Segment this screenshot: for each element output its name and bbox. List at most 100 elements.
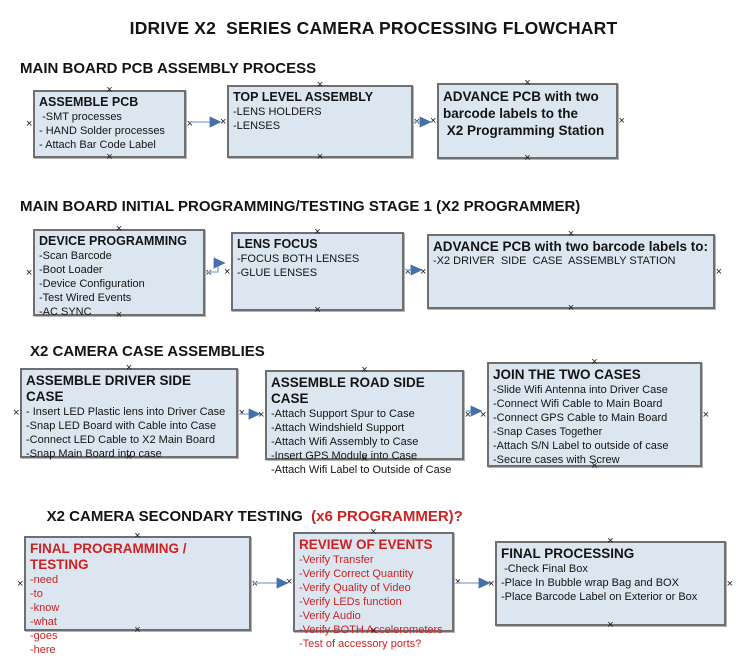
box-item: -Snap Cases Together — [493, 426, 603, 438]
box-item: - Insert LED Plastic lens into Driver Ca… — [26, 406, 226, 418]
box-item: -Test Wired Events — [39, 292, 132, 304]
box-items: -need -to -know -what -goes -here — [30, 573, 245, 657]
box-final-programming-testing: FINAL PROGRAMMING / TESTING -need -to -kno… — [17, 531, 258, 657]
box-item: -Connect GPS Cable to Main Board — [493, 412, 668, 424]
box-title: JOIN THE TWO CASES — [493, 367, 641, 382]
anchor-x-icon: × — [430, 115, 437, 127]
box-title: ASSEMBLE ROAD SIDE CASE — [271, 375, 429, 406]
section-heading-case-assemblies: X2 CAMERA CASE ASSEMBLIES — [30, 343, 265, 360]
anchor-x-icon: × — [106, 151, 113, 163]
box-items: -Slide Wifi Antenna into Driver Case -Con… — [493, 383, 696, 467]
anchor-x-icon: × — [726, 577, 733, 590]
anchor-x-icon: × — [607, 619, 614, 631]
box-item: -Slide Wifi Antenna into Driver Case — [493, 384, 668, 396]
box-item: -SMT processes — [39, 111, 122, 123]
anchor-x-icon: × — [361, 364, 368, 376]
box-advance-pcb-programming-station: ADVANCE PCB with two barcode labels to t… — [430, 78, 625, 164]
box-item: -LENS HOLDERS — [233, 106, 322, 118]
anchor-x-icon: × — [220, 115, 227, 128]
box-title: ADVANCE PCB with two barcode labels to: — [433, 239, 709, 254]
anchor-x-icon: × — [524, 152, 531, 164]
box-item: -know — [30, 602, 60, 614]
anchor-x-icon: × — [480, 408, 487, 421]
section-heading-secondary-testing-red: (x6 PROGRAMMER)? — [306, 508, 463, 525]
anchor-x-icon: × — [413, 115, 420, 128]
box-title: FINAL PROGRAMMING / TESTING — [30, 541, 191, 572]
box-title: ASSEMBLE PCB — [39, 95, 139, 109]
box-item: -LENSES — [233, 120, 281, 132]
box-title: LENS FOCUS — [237, 237, 318, 251]
box-assemble-pcb: ASSEMBLE PCB -SMT processes - HAND Solder… — [26, 85, 193, 163]
box-item: -Secure cases with Screw — [493, 454, 620, 466]
anchor-x-icon: × — [454, 576, 461, 588]
box-device-programming: DEVICE PROGRAMMING -Scan Barcode-Boot Lo… — [26, 224, 212, 321]
anchor-x-icon: × — [314, 226, 321, 238]
arrow-device-to-lensfocus — [205, 257, 226, 273]
anchor-x-icon: × — [464, 409, 471, 421]
box-title: ASSEMBLE DRIVER SIDE CASE — [26, 373, 195, 404]
anchor-x-icon: × — [715, 265, 722, 278]
box-item: -FOCUS BOTH LENSES — [237, 253, 360, 265]
box-items: - Insert LED Plastic lens into Driver Ca… — [26, 405, 232, 461]
anchor-x-icon: × — [591, 356, 598, 368]
box-item: -Scan Barcode — [39, 250, 112, 262]
box-item: -Attach Support Spur to Case — [271, 408, 415, 420]
box-item: -Verify BOTH Accelerometers — [299, 624, 443, 636]
anchor-x-icon: × — [258, 409, 265, 421]
box-review-of-events: REVIEW OF EVENTS -Verify Transfer-Verify… — [286, 527, 461, 651]
box-item: -Attach Wifi Assembly to Case — [271, 436, 419, 448]
box-title: TOP LEVEL ASSEMBLY — [233, 90, 374, 104]
box-item: -Verify Transfer — [299, 554, 374, 566]
anchor-x-icon: × — [224, 265, 231, 278]
box-item: -what — [30, 616, 57, 628]
box-item: -Device Configuration — [39, 278, 145, 290]
box-item: -Connect Wifi Cable to Main Board — [493, 398, 663, 410]
box-top-level-assembly: TOP LEVEL ASSEMBLY -LENS HOLDERS-LENSES … — [220, 80, 420, 163]
box-item: -need — [30, 574, 59, 586]
section-heading-secondary-testing-black: X2 CAMERA SECONDARY TESTING — [46, 508, 307, 525]
box-assemble-road-side-case: ASSEMBLE ROAD SIDE CASE -Attach Support … — [258, 365, 471, 477]
anchor-x-icon: × — [286, 576, 293, 588]
box-item: -Verify Correct Quantity — [299, 568, 414, 580]
box-item: -Verify Quality of Video — [299, 582, 411, 594]
box-item: -Attach Windshield Support — [271, 422, 405, 434]
section-heading-secondary-testing: X2 CAMERA SECONDARY TESTING (x6 PROGRAMM… — [30, 491, 463, 542]
anchor-x-icon: × — [607, 535, 614, 547]
box-item: -Place Barcode Label on Exterior or Box — [501, 591, 698, 603]
box-item: -Connect LED Cable to X2 Main Board — [26, 434, 215, 446]
box-item: -goes — [30, 630, 58, 642]
section-heading-pcb-assembly: MAIN BOARD PCB ASSEMBLY PROCESS — [20, 60, 317, 77]
box-item: -Snap Main Board into case — [26, 448, 162, 460]
anchor-x-icon: × — [316, 151, 324, 163]
box-title: DEVICE PROGRAMMING — [39, 234, 187, 248]
box-items: -Check Final Box -Place In Bubble wrap Ba… — [501, 562, 720, 604]
box-items: -X2 DRIVER SIDE CASE ASSEMBLY STATION — [433, 254, 709, 268]
box-items: -Scan Barcode-Boot Loader-Device Configu… — [39, 249, 199, 319]
anchor-x-icon: × — [13, 407, 20, 419]
box-final-processing: FINAL PROCESSING -Check Final Box -Place … — [488, 536, 733, 631]
anchor-x-icon: × — [524, 77, 531, 89]
box-item: -to — [30, 588, 43, 600]
anchor-x-icon: × — [205, 266, 212, 279]
box-item: -Attach Wifi Label to Outside of Case — [271, 464, 452, 476]
box-items: -Attach Support Spur to Case -Attach Wind… — [271, 407, 458, 477]
box-advance-pcb-driver-side: ADVANCE PCB with two barcode labels to: … — [420, 229, 722, 314]
anchor-x-icon: × — [618, 115, 625, 127]
anchor-x-icon: × — [702, 408, 709, 421]
box-item: -Test of accessory ports? — [299, 638, 422, 650]
box-item: -Place In Bubble wrap Bag and BOX — [501, 577, 679, 589]
anchor-x-icon: × — [106, 84, 113, 96]
box-item: - HAND Solder processes — [39, 125, 165, 137]
anchor-x-icon: × — [115, 223, 123, 235]
box-item: - Attach Bar Code Label — [39, 139, 156, 151]
box-lens-focus: LENS FOCUS -FOCUS BOTH LENSES-GLUE LENSE… — [224, 227, 411, 316]
box-title: FINAL PROCESSING — [501, 546, 635, 561]
anchor-x-icon: × — [251, 577, 258, 590]
box-item: -here — [30, 644, 56, 656]
anchor-x-icon: × — [404, 265, 411, 278]
box-item: -Check Final Box — [501, 563, 588, 575]
anchor-x-icon: × — [314, 304, 321, 316]
box-item: -Verify LEDs function — [299, 596, 402, 608]
section-heading-initial-programming: MAIN BOARD INITIAL PROGRAMMING/TESTING S… — [20, 198, 581, 215]
